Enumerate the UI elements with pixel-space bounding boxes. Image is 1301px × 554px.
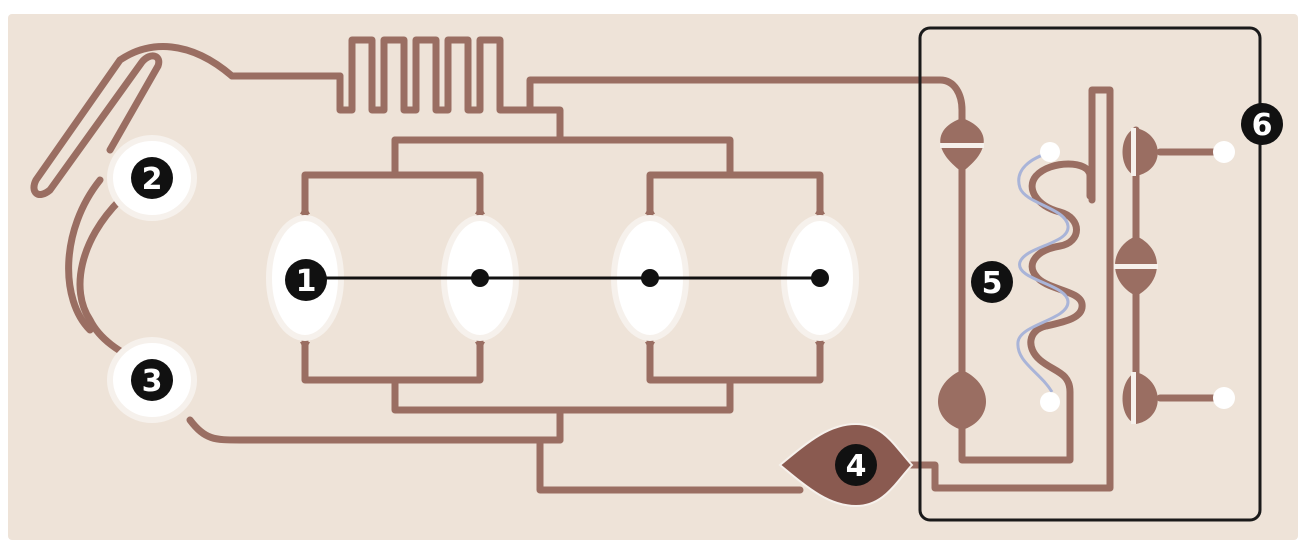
valve-left-bottom [938,370,986,430]
outlet-port-bottom-right [1213,387,1235,409]
left-outer-channel [65,176,104,334]
label-1: 1 [296,264,317,299]
label-badge-5: 5 [971,261,1013,303]
outlet-port-top-right [1213,141,1235,163]
valve-right-bottom-slit [1131,372,1136,424]
label-4: 4 [846,449,867,484]
valve-right-middle-slit [1114,264,1158,269]
left-pair-top-channel [301,171,484,224]
top-right-run-channel [526,76,966,134]
upper-ladder-bus [391,136,734,176]
chamber-markers [471,269,829,287]
inner-serpentine-channel [1027,160,1094,424]
marker-chamber-3rd [641,269,659,287]
right-pair-top-channel [646,171,824,224]
valve-right-top-slit [1131,128,1136,176]
hairpin-loop-channel [30,43,236,198]
top-meander-channel [336,36,534,114]
valve-left-top-slit [940,143,984,148]
label-badge-1: 1 [285,259,327,301]
bottom-feed-channel [186,416,564,444]
inner-serpentine-blue [1016,150,1070,393]
outlet-ports [1040,141,1235,412]
marker-chamber-4th [811,269,829,287]
marker-chamber-2nd [471,269,489,287]
right-box-left-channel [958,126,1074,464]
label-badge-4: 4 [835,444,877,486]
detection-module-frame [918,26,1262,522]
label-5: 5 [982,266,1003,301]
outlet-port-bottom-left [1040,392,1060,412]
label-badge-3: 3 [131,359,173,401]
outlet-port-top-left [1040,142,1060,162]
valve-four-exit-channel [901,86,1114,492]
label-badge-2: 2 [131,157,173,199]
label-6: 6 [1252,108,1273,143]
channel-network [30,36,1224,494]
right-pair-bottom-channel [646,332,824,384]
label-3: 3 [142,364,163,399]
label-2: 2 [142,162,163,197]
label-badge-6: 6 [1241,103,1283,145]
